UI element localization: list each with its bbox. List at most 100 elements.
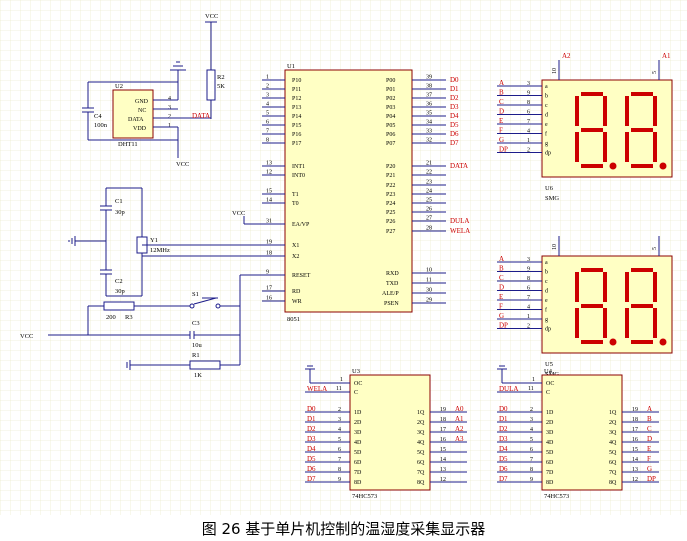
latch-pin-num: 11 [336,386,342,392]
mcu-pin-number: 13 [266,161,272,167]
c1-ref: C1 [115,198,123,205]
display-segment [653,132,657,162]
display-segment [575,132,579,162]
dht11-data-net: DATA [192,112,210,120]
mcu-pin-label: INT1 [292,164,305,170]
latch-input-net: D5 [499,455,508,463]
latch-input-net: D5 [307,455,316,463]
mcu-pin-number: 15 [266,189,272,195]
display-segment [575,272,579,302]
latch-input-net: D4 [307,445,316,453]
display-segment [653,308,657,338]
mcu-pin-label: P00 [386,78,395,84]
display-dot [609,338,617,346]
mcu-pin-label: P13 [292,105,301,111]
latch-input-net: D6 [499,465,508,473]
r1-value: 1K [194,372,202,379]
display-net: G [499,312,504,320]
display-seg-label: f [545,131,547,138]
mcu-pin-label: X2 [292,254,299,260]
latch-pin-num: 5 [338,437,341,443]
latch-input-net: D2 [307,425,316,433]
mcu-pin-label: P04 [386,114,395,120]
c1-value: 30p [115,209,125,216]
mcu-pin-label: P03 [386,105,395,111]
mcu-pin-number: 22 [426,170,432,176]
mcu-pin-number: 24 [426,189,432,195]
display-seg-label: d [545,289,548,295]
latch-pin-num: 9 [338,477,341,483]
vcc-reset-label: VCC [20,333,33,340]
latch-pin-num: 15 [440,447,446,453]
net-label: WELA [450,227,470,235]
latch-output-net: A2 [455,425,464,433]
mcu-pin-label: PSEN [384,301,399,307]
display-seg-label: g [545,317,548,323]
latch-pin-label: 5D [546,450,554,456]
mcu-left-pins: 1P102P113P124P135P146P157P168P1713INT112… [262,75,311,305]
r2-value: 5K [217,83,225,90]
display-net: E [499,117,503,125]
latch-c-label: C [546,390,550,396]
display-dot [659,162,667,170]
latch-input-net: D3 [499,435,508,443]
mcu-pin-number: 14 [266,198,272,204]
net-label: D7 [450,139,459,147]
dht11-pin-name: NC [138,108,146,114]
latch-oc-label: OC [546,381,554,387]
mcu-pin-number: 34 [426,120,432,126]
vcc-top: VCC [205,13,218,70]
mcu-pin-number: 1 [266,75,269,81]
c4-value: 100n [94,122,108,129]
latch-pin-label: 5Q [609,450,617,456]
c3-value: 10u [192,342,203,349]
latch-pin-label: 6D [354,460,362,466]
mcu-pin-number: 3 [266,93,269,99]
display-seg-label: b [545,270,548,276]
vcc-ea: VCC [232,210,262,225]
mcu-pin-number: 25 [426,198,432,204]
latch-output-net: A0 [455,405,464,413]
mcu-pin-label: INT0 [292,173,305,179]
mcu-pin-label: TXD [386,281,399,287]
net-label: D2 [450,94,459,102]
mcu-pin-number: 8 [266,138,269,144]
mcu-pin-number: 21 [426,161,432,167]
dht11-pin-name: VDD [133,126,147,132]
display-net: DP [499,322,508,330]
display-dot [609,162,617,170]
display-segment [581,340,603,344]
latch-pin-num: 16 [632,437,638,443]
latch-pin-num: 7 [530,457,533,463]
net-label: DATA [450,162,468,170]
figure-caption: 图 26 基于单片机控制的温湿度采集显示器 [201,520,486,538]
mcu-pin-number: 26 [426,207,432,213]
mcu-pin-number: 11 [426,278,432,284]
latch-pin-label: 2Q [417,420,425,426]
latch-pin-label: 6D [546,460,554,466]
display-segment [575,96,579,126]
c4-capacitor: C4 100n [82,81,178,141]
latch-pin-num: 6 [338,447,341,453]
display-pin-num: 2 [527,148,530,154]
display-segment [653,272,657,302]
display-segment [625,132,629,162]
latch-pin-label: 6Q [609,460,617,466]
display-pin-num: 6 [527,110,530,116]
y1-value: 12MHz [150,247,170,254]
display-segment [653,96,657,126]
mcu-pin-number: 17 [266,286,272,292]
latch-input-net: D6 [307,465,316,473]
latch-pin-label: 6Q [417,460,425,466]
display-segment [581,128,603,132]
display-segment [631,128,653,132]
latch-output-net: F [647,455,651,463]
latch-pin-num: 2 [338,407,341,413]
display-pin-num: 9 [527,91,530,97]
latch-pin-label: 8Q [609,480,617,486]
vcc-ea-label: VCC [232,210,245,217]
latch-pin-num: 4 [530,427,533,433]
